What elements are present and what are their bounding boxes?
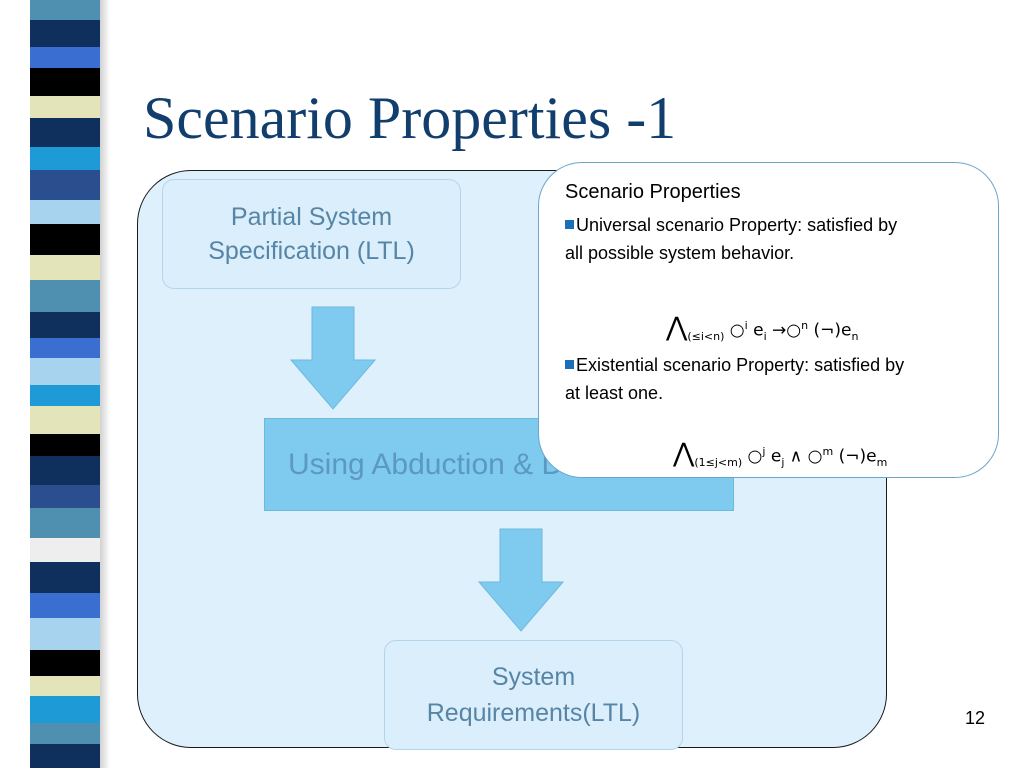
formula-subscript-2: m bbox=[876, 456, 888, 470]
stripe-segment bbox=[30, 312, 100, 339]
stripe-segment bbox=[30, 118, 100, 148]
stripe-segment bbox=[30, 68, 100, 97]
stripe-segment bbox=[30, 147, 100, 171]
formula-exponent: j bbox=[762, 445, 766, 458]
stripe-segment bbox=[30, 385, 100, 407]
stripe-segment bbox=[30, 255, 100, 281]
stripe-segment bbox=[30, 696, 100, 724]
formula-range: (≤i<n) bbox=[687, 330, 725, 344]
big-and-symbol: ⋀ bbox=[666, 312, 688, 343]
universal-property-text: Universal scenario Property: satisfied b… bbox=[565, 215, 898, 263]
stripe-segment bbox=[30, 0, 100, 21]
negation: (¬) bbox=[813, 320, 842, 341]
down-arrow-1 bbox=[290, 306, 376, 410]
stripe-segment bbox=[30, 200, 100, 225]
existential-property-item: Existential scenario Property: satisfied… bbox=[565, 351, 905, 407]
formula-exponent-2: n bbox=[801, 319, 809, 332]
stripe-segment bbox=[30, 744, 100, 768]
down-arrow-2 bbox=[478, 528, 564, 632]
stripe-segment bbox=[30, 20, 100, 48]
stripe-segment bbox=[30, 280, 100, 313]
stripe-segment bbox=[30, 593, 100, 619]
slide-title: Scenario Properties -1 bbox=[143, 85, 677, 151]
stripe-segment bbox=[30, 562, 100, 594]
stripe-segment bbox=[30, 456, 100, 486]
stripe-segment bbox=[30, 650, 100, 677]
formula-subscript: i bbox=[763, 330, 767, 344]
stripe-segment bbox=[30, 406, 100, 435]
next-operator: ○ bbox=[729, 320, 745, 341]
stripe-segment bbox=[30, 47, 100, 69]
implies-arrow: → bbox=[772, 320, 787, 341]
formula-range: (1≤j<m) bbox=[694, 456, 743, 470]
stripe-segment bbox=[30, 485, 100, 509]
decorative-stripe-bar bbox=[30, 0, 100, 768]
stripe-segment bbox=[30, 170, 100, 201]
formula-exponent-2: m bbox=[822, 445, 834, 458]
stripe-segment bbox=[30, 618, 100, 651]
page-number: 12 bbox=[965, 708, 986, 728]
stripe-segment bbox=[30, 338, 100, 359]
universal-formula: ⋀(≤i<n) ○i ei →○n (¬)en bbox=[666, 313, 858, 350]
stripe-segment bbox=[30, 538, 100, 563]
square-bullet-icon bbox=[565, 220, 574, 229]
spec-box-line2: Specification (LTL) bbox=[208, 237, 415, 265]
spec-box-line1: Partial System bbox=[230, 203, 393, 231]
big-and-symbol: ⋀ bbox=[673, 438, 695, 469]
req-box-line2: Requirements(LTL) bbox=[426, 699, 641, 727]
formula-event: e bbox=[770, 446, 782, 467]
stripe-segment bbox=[30, 224, 100, 256]
partial-system-specification-box: Partial System Specification (LTL) bbox=[162, 179, 461, 289]
stripe-segment bbox=[30, 676, 100, 697]
negation: (¬) bbox=[838, 446, 867, 467]
stripe-segment bbox=[30, 434, 100, 457]
req-box-line1: System bbox=[491, 663, 576, 691]
stripe-segment bbox=[30, 96, 100, 119]
universal-property-item: Universal scenario Property: satisfied b… bbox=[565, 211, 905, 267]
scenario-properties-callout: Scenario Properties Universal scenario P… bbox=[538, 162, 999, 478]
system-requirements-box: System Requirements(LTL) bbox=[384, 640, 683, 750]
next-operator-2: ○ bbox=[807, 446, 823, 467]
stripe-shadow bbox=[100, 0, 110, 768]
next-operator-2: ○ bbox=[786, 320, 802, 341]
stripe-segment bbox=[30, 723, 100, 745]
next-operator: ○ bbox=[747, 446, 763, 467]
formula-subscript-2: n bbox=[851, 330, 859, 344]
square-bullet-icon bbox=[565, 360, 574, 369]
formula-exponent: i bbox=[744, 319, 748, 332]
callout-title: Scenario Properties bbox=[565, 181, 741, 203]
formula-event-2: e bbox=[841, 320, 852, 341]
existential-property-text: Existential scenario Property: satisfied… bbox=[565, 355, 905, 403]
formula-event-2: e bbox=[866, 446, 877, 467]
stripe-segment bbox=[30, 508, 100, 539]
stripe-segment bbox=[30, 358, 100, 386]
existential-formula: ⋀(1≤j<m) ○j ej ∧ ○m (¬)em bbox=[673, 439, 887, 476]
formula-subscript: j bbox=[781, 456, 785, 470]
and-symbol: ∧ bbox=[789, 446, 803, 467]
formula-event: e bbox=[753, 320, 764, 341]
